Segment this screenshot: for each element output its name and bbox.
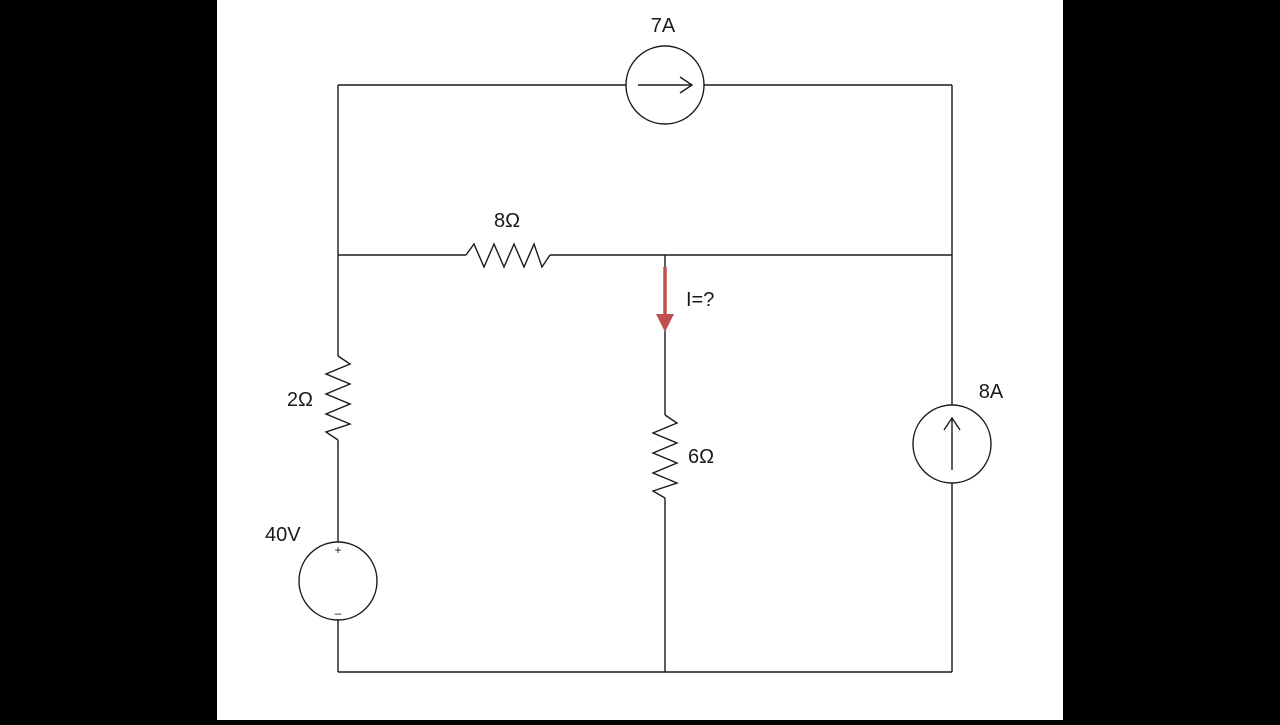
label-7a: 7A [651,15,676,37]
label-6-ohm: 6Ω [688,446,714,468]
label-current-query: I=? [686,289,714,311]
left-letterbox [0,0,217,720]
label-8-ohm: 8Ω [494,210,520,232]
right-letterbox [1063,0,1280,720]
resistor-8-zigzag [465,242,551,269]
label-40v: 40V [265,524,301,546]
voltage-source-circle [298,541,378,621]
arrow-down-icon [656,314,674,332]
arrow-right-head-icon [679,76,694,94]
current-arrow [656,267,674,332]
wires [337,84,953,673]
label-8a: 8A [979,381,1004,403]
resistor-6-zigzag [651,414,679,499]
current-source-8a [912,404,992,484]
label-2-ohm: 2Ω [287,389,313,411]
current-source-7a [625,45,705,125]
plus-sign: + [334,543,341,557]
voltage-source-40v: + – [298,541,378,621]
arrow-up-head-icon [943,416,961,431]
circuit-diagram: 7A 8Ω I=? 2Ω 6Ω + – 40V [265,15,1004,673]
resistor-2-zigzag [324,355,352,441]
minus-sign: – [335,606,342,620]
circuit-page: 7A 8Ω I=? 2Ω 6Ω + – 40V [217,0,1063,720]
